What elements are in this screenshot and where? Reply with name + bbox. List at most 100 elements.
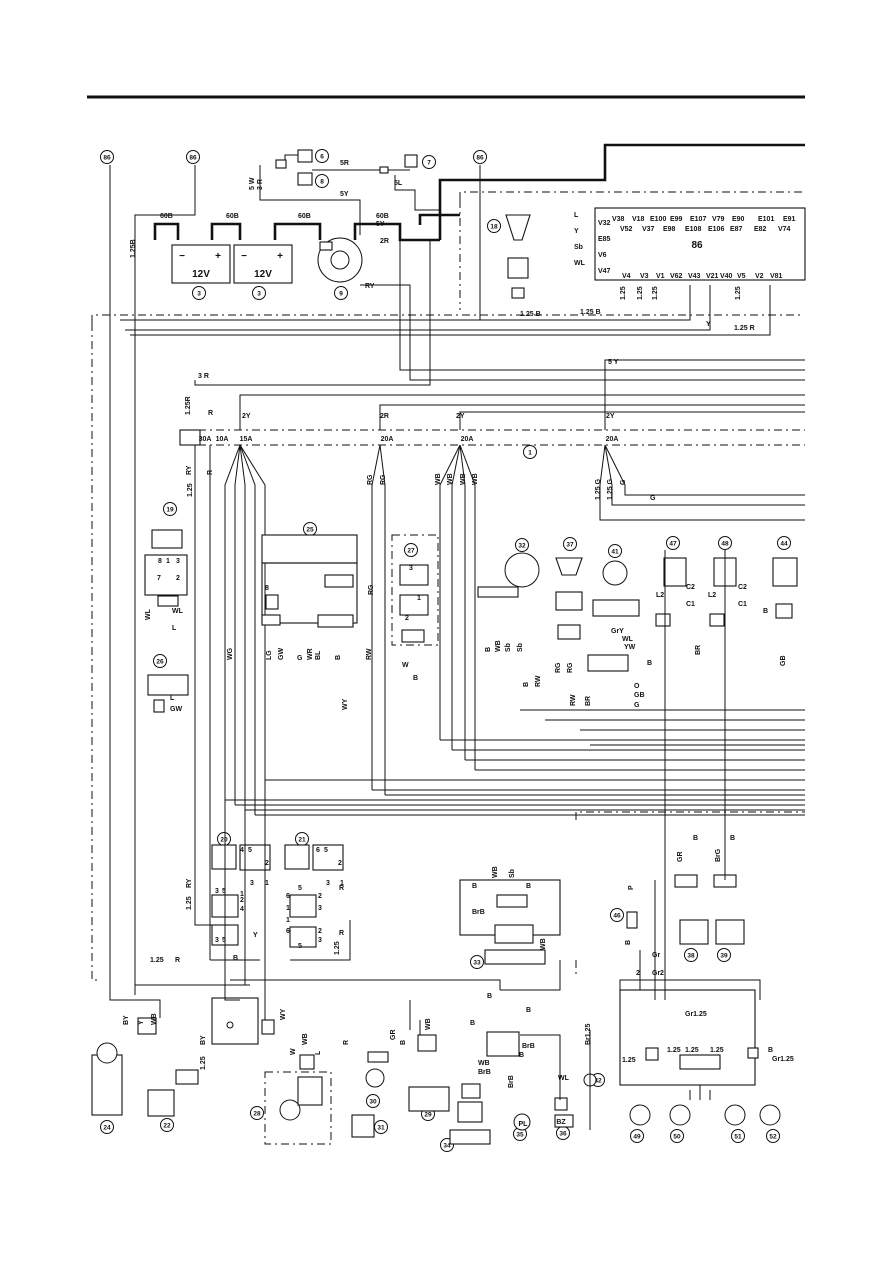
wire-harness-7: RW xyxy=(366,648,373,660)
svg-text:3: 3 xyxy=(257,291,261,298)
svg-text:39: 39 xyxy=(720,953,728,960)
fuse-out-15a xyxy=(224,444,266,815)
svg-text:46: 46 xyxy=(613,913,621,920)
wire-lower-18: WB xyxy=(540,938,547,950)
wire-harness-32: L2 xyxy=(656,592,664,599)
relay20-pin-10: 3 xyxy=(215,937,219,944)
svg-text:6: 6 xyxy=(320,154,324,161)
wire-harness-12: B xyxy=(485,647,492,652)
relay21-pin-3: 3 xyxy=(326,880,330,887)
wire-fuse-0: RY xyxy=(186,465,193,475)
wire-fuse-11: G xyxy=(620,479,627,485)
wire-harness-22: GrY xyxy=(611,628,624,635)
wire-lower-49: 1.25 xyxy=(622,1057,636,1064)
wire-top-14: 1.25B xyxy=(130,239,137,258)
battery-cable-1 xyxy=(153,222,180,240)
harness-border-main xyxy=(91,314,800,981)
relay20-pin-0: 4 xyxy=(240,847,244,854)
wire-top-7: 60B xyxy=(298,213,311,220)
battery-cable-3 xyxy=(273,222,322,240)
wire-harness-28: GB xyxy=(634,692,645,699)
ecu-pin-top-5: V79 xyxy=(712,216,725,223)
relay21-pin-5: 6 xyxy=(286,893,290,900)
svg-text:38: 38 xyxy=(687,953,695,960)
ecu-pin-bottom-4: V43 xyxy=(688,273,701,280)
relay20-pin-3: 3 xyxy=(250,880,254,887)
wire-lower-41: BrB xyxy=(522,1043,535,1050)
wire-lower-4: 1.25 xyxy=(334,941,341,955)
wire-top-10: 2R xyxy=(380,238,389,245)
wire-lower-30: BY xyxy=(200,1035,207,1045)
ecu-pin-left-1: E85 xyxy=(598,236,611,243)
component-label-21: 21 xyxy=(295,832,309,846)
wire-top-15: Y xyxy=(706,321,711,328)
fuse-out-wb xyxy=(439,444,476,770)
wire-top-8: 60B xyxy=(376,213,389,220)
svg-text:50: 50 xyxy=(673,1134,681,1141)
wire-top-23: 2Y xyxy=(456,413,465,420)
relay20-pin-5: 3 xyxy=(215,888,219,895)
svg-text:−: − xyxy=(241,251,247,262)
wire-lower-27: BY xyxy=(123,1015,130,1025)
component-label-20: 20 xyxy=(217,832,231,846)
wire-3r xyxy=(194,240,431,386)
wire-top-4: 5L xyxy=(394,180,403,187)
component-label-3a: 3 xyxy=(192,286,206,300)
wire-harness-0: WG xyxy=(227,647,234,660)
ecu-pin-top-0: V38 xyxy=(612,216,625,223)
ecu-pin-bottom-3: V62 xyxy=(670,273,683,280)
wire-harness-15: Sb xyxy=(517,643,524,652)
fuse-feed-2y-b xyxy=(459,411,805,430)
lamp-code-bz: BZ xyxy=(556,1119,566,1126)
component-label-22: 22 xyxy=(160,1118,174,1132)
component-label-8: 8 xyxy=(315,174,329,188)
wire-harness-13: WB xyxy=(495,640,502,652)
wire-fuse-2: 1.25 xyxy=(187,483,194,497)
component-label-86c: 86 xyxy=(473,150,487,164)
wire-switch-11: 2 xyxy=(405,615,409,622)
wire-lower-52: 1.25 xyxy=(710,1047,724,1054)
wire-switch-13: 8 xyxy=(265,585,269,592)
wire-lower-5: R xyxy=(339,930,344,937)
ecu-pin-top2-5: E87 xyxy=(730,226,743,233)
svg-text:33: 33 xyxy=(473,960,481,967)
fuse-rating-10a: 10A xyxy=(216,436,229,443)
ecu-pin-top2-3: E108 xyxy=(685,226,701,233)
wire-harness-25: B xyxy=(647,660,652,667)
wire-top-22: 2R xyxy=(380,413,389,420)
wire-lower-10: B xyxy=(693,835,698,842)
wire-harness-8: B xyxy=(335,655,342,660)
ecu-pin-top2-6: E82 xyxy=(754,226,767,233)
component-label-46: 46 xyxy=(610,908,624,922)
component-label-26: 26 xyxy=(153,654,167,668)
starter-motor-9 xyxy=(317,237,363,283)
relay20-pin-7: 2 xyxy=(240,897,244,904)
relay-44 xyxy=(772,557,798,619)
bus-lines xyxy=(225,709,805,816)
wire-fuse-6: WB xyxy=(447,473,454,485)
wire-harness-16: B xyxy=(523,682,530,687)
diode-26 xyxy=(147,674,189,713)
wire-lower-36: R xyxy=(343,1040,350,1045)
fuse-rating-20a-2: 20A xyxy=(461,436,474,443)
wire-fuse-8: WB xyxy=(472,473,479,485)
component-label-27: 27 xyxy=(404,543,418,557)
wire-lower-50: 1.25 xyxy=(667,1047,681,1054)
wire-fuse-9: 1.25 G xyxy=(595,478,602,500)
relay-47 xyxy=(655,557,687,627)
wire-fuse-7: WB xyxy=(460,473,467,485)
svg-text:86: 86 xyxy=(189,155,197,162)
wire-harness-37: C1 xyxy=(738,601,747,608)
ecu-harness-border xyxy=(459,191,805,310)
wire-switch-4: L xyxy=(170,695,175,702)
wire-lower-15: B xyxy=(526,883,531,890)
wire-1-25b-right xyxy=(134,165,196,995)
wire-lower-24: Gr xyxy=(652,970,660,977)
component-label-25: 25 xyxy=(303,522,317,536)
fuse-rating-20a-1: 20A xyxy=(381,436,394,443)
wire-harness-30: GB xyxy=(780,656,787,667)
svg-text:−: − xyxy=(179,251,185,262)
